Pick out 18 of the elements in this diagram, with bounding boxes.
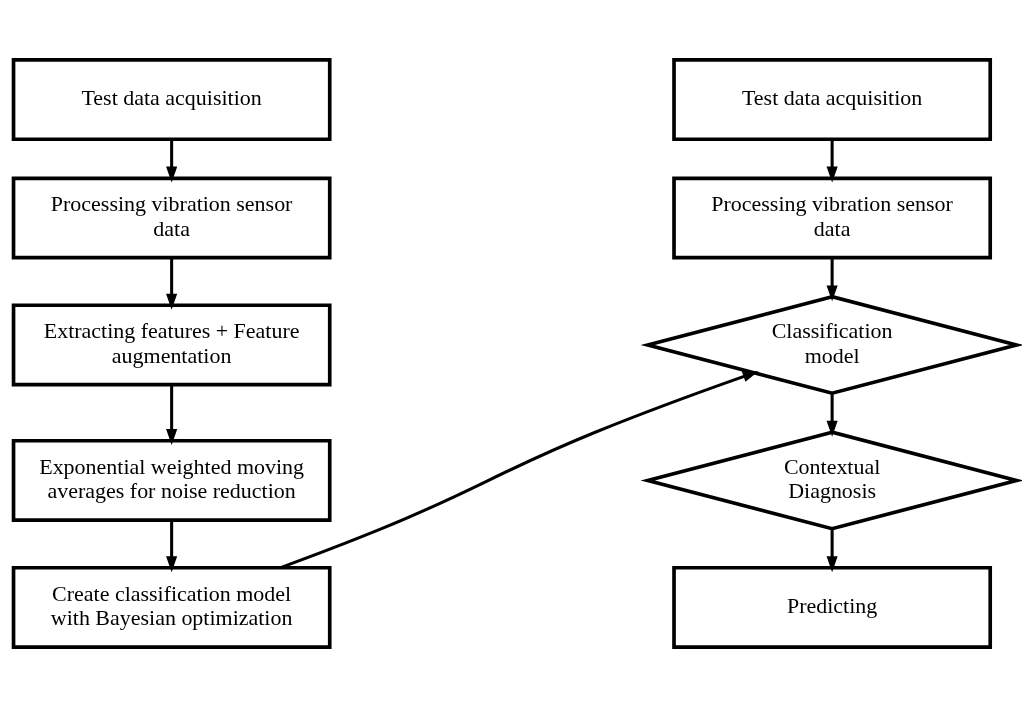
node-diamond: Contextual Diagnosis xyxy=(640,430,1022,531)
arrow xyxy=(826,257,838,302)
node-box: Processing vibration sensor data xyxy=(11,176,332,260)
node-box: Create classification model with Bayesian optimization xyxy=(11,565,332,649)
arrow xyxy=(166,257,178,310)
arrow xyxy=(826,393,838,437)
node-box: Test data acquisition xyxy=(11,58,332,142)
node-box: Processing vibration sensor data xyxy=(672,176,993,260)
arrow xyxy=(826,528,838,573)
arrow xyxy=(166,384,178,445)
node-box: Predicting xyxy=(672,565,993,649)
node-box: Exponential weighted moving averages for noise reduction xyxy=(11,438,332,522)
arrow xyxy=(166,520,178,573)
node-box: Extracting features + Feature augmentation xyxy=(11,303,332,387)
arrow xyxy=(826,139,838,183)
node-diamond: Classification model xyxy=(640,294,1022,396)
arrow xyxy=(166,139,178,183)
node-box: Test data acquisition xyxy=(672,58,993,142)
